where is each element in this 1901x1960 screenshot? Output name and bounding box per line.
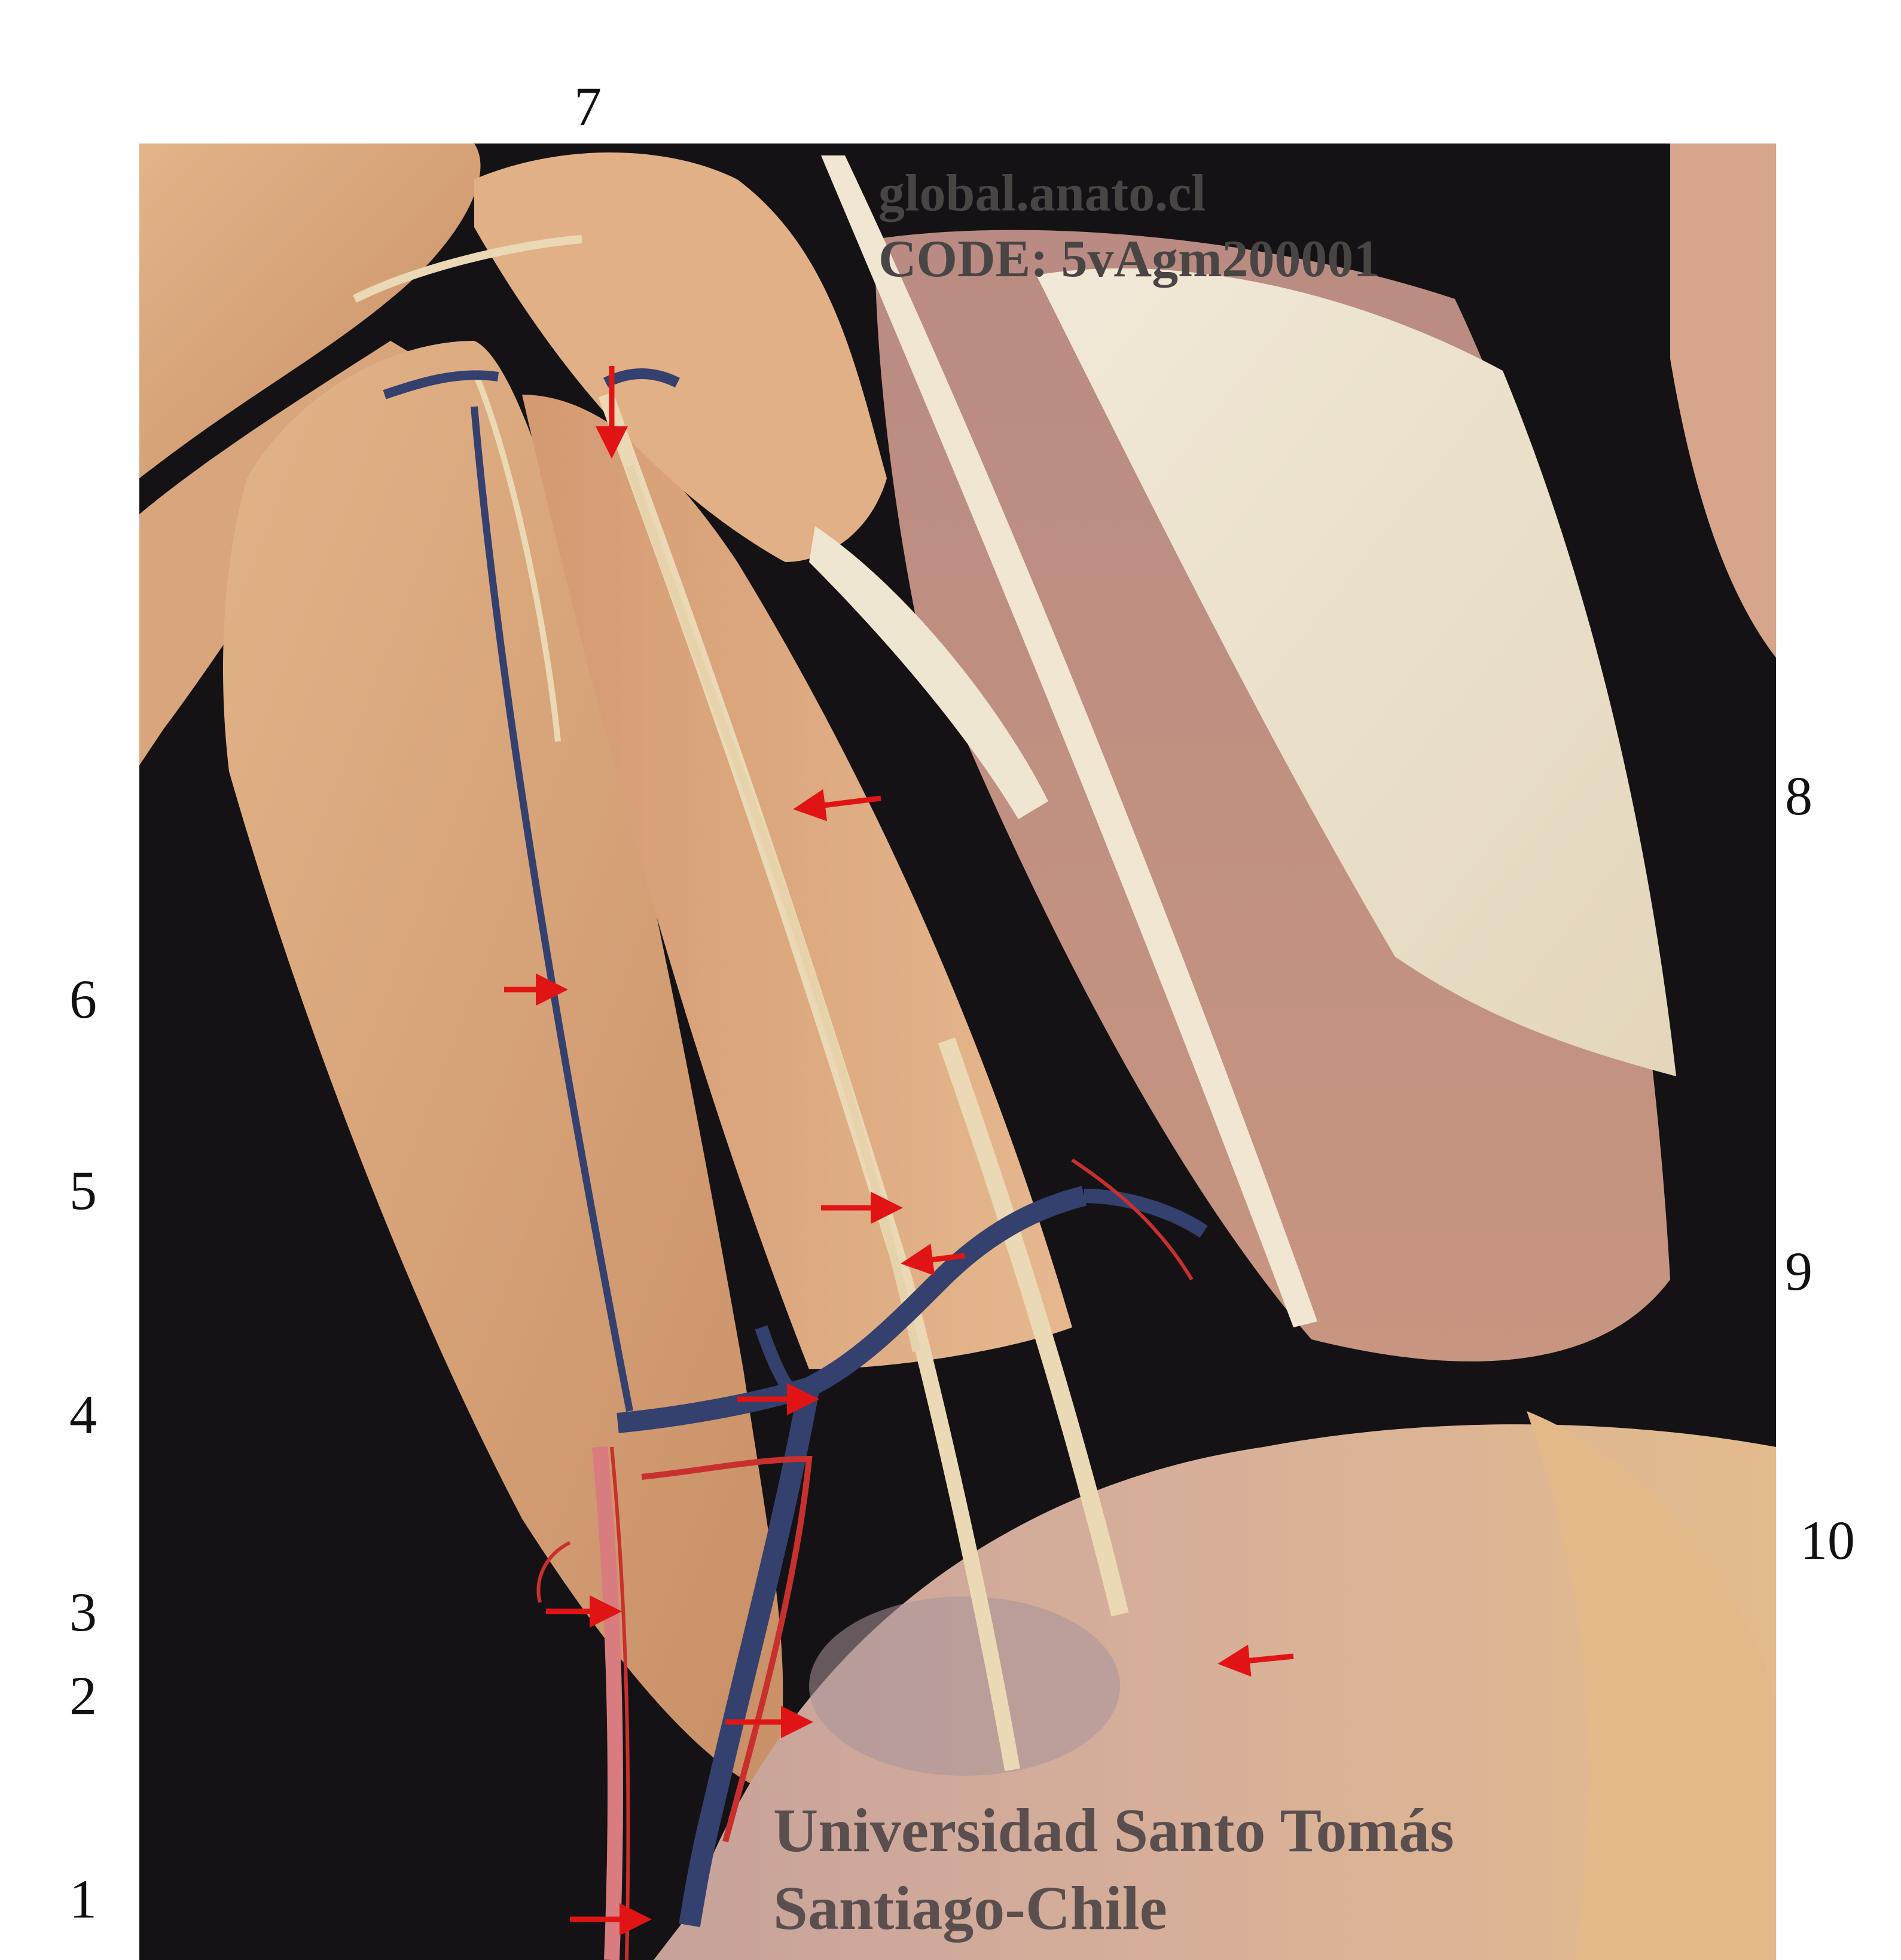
label-8: 8 <box>1785 765 1812 826</box>
dissection-photo: global.anato.cl CODE: 5vAgm200001 Univer… <box>139 144 1776 1960</box>
label-5: 5 <box>69 1160 97 1221</box>
watermark-university: Universidad Santo Tomás <box>773 1796 1454 1865</box>
watermark-code: CODE: 5vAgm200001 <box>878 230 1380 288</box>
watermark-city: Santiago-Chile <box>773 1874 1167 1943</box>
label-2: 2 <box>69 1665 97 1726</box>
label-9: 9 <box>1785 1241 1812 1302</box>
label-10: 10 <box>1800 1510 1855 1571</box>
watermark-site: global.anato.cl <box>878 164 1206 222</box>
label-4: 4 <box>69 1384 97 1445</box>
label-7: 7 <box>574 76 602 137</box>
label-1: 1 <box>69 1869 97 1930</box>
label-6: 6 <box>69 969 97 1030</box>
label-3: 3 <box>69 1582 97 1643</box>
